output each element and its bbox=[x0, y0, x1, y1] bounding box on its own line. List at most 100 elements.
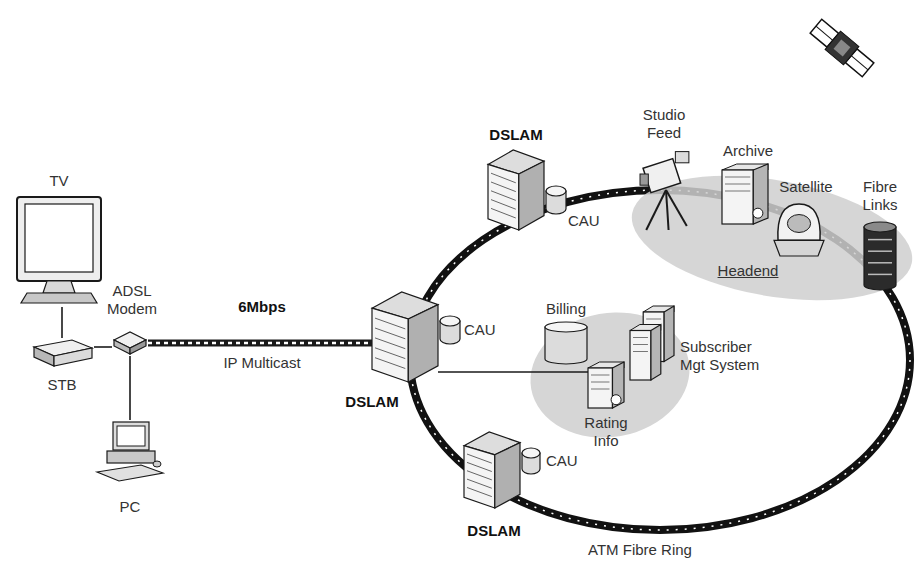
cable-link bbox=[438, 371, 588, 373]
dslam-slot bbox=[375, 358, 405, 369]
camera-icon bbox=[640, 150, 692, 230]
cylinder-top bbox=[864, 222, 896, 232]
text-label: CAU bbox=[546, 452, 586, 470]
camera-viewfinder bbox=[675, 152, 689, 163]
dslam-slot bbox=[467, 462, 492, 471]
camera-lens bbox=[640, 174, 648, 185]
text-label: CAU bbox=[464, 321, 504, 339]
cyl-icon bbox=[440, 316, 460, 344]
stb-icon bbox=[30, 338, 94, 368]
tv-screen bbox=[25, 204, 93, 272]
pc-monitor bbox=[113, 422, 149, 450]
device-node: Billing bbox=[545, 322, 587, 364]
dslam-front bbox=[488, 164, 519, 230]
adsl-link bbox=[148, 340, 372, 347]
connector-group bbox=[148, 343, 372, 344]
drive-bay bbox=[591, 389, 609, 390]
connector-group bbox=[438, 372, 588, 373]
cable-band bbox=[868, 274, 892, 276]
cable-link bbox=[61, 307, 63, 338]
drive-bay bbox=[646, 319, 661, 320]
stb-front bbox=[34, 347, 54, 366]
dslam-slot bbox=[467, 487, 492, 496]
modem-front bbox=[114, 340, 130, 354]
disk-symbol bbox=[753, 208, 763, 218]
device-node: CAU bbox=[522, 448, 540, 474]
text-label: CAU bbox=[568, 212, 608, 230]
device-node: Studio Feed bbox=[640, 150, 692, 230]
cable-link bbox=[129, 356, 131, 420]
adsl-link-texture bbox=[148, 342, 372, 345]
satellite-body bbox=[825, 31, 859, 65]
text-label: Headend bbox=[708, 262, 788, 280]
text-label: ADSL Modem bbox=[103, 282, 161, 318]
text-label: PC bbox=[110, 498, 150, 516]
dslam-icon bbox=[488, 150, 544, 230]
device-node: Satellite bbox=[770, 200, 828, 256]
cylinder-top bbox=[546, 186, 566, 196]
dslam-icon bbox=[464, 432, 520, 508]
server-front bbox=[588, 368, 612, 408]
drive-bay bbox=[725, 184, 750, 185]
dslam-slot bbox=[467, 454, 492, 463]
dslam-slot bbox=[491, 200, 516, 210]
cyl-icon bbox=[545, 322, 587, 364]
drive-bay bbox=[591, 382, 609, 383]
dslam-front bbox=[464, 446, 495, 508]
pc-screen bbox=[117, 426, 145, 446]
server-side bbox=[651, 325, 661, 381]
fibre-icon bbox=[864, 222, 896, 290]
dslam-slot bbox=[375, 328, 405, 339]
text-label: Billing bbox=[536, 300, 596, 318]
cable-band bbox=[868, 250, 892, 252]
device-node: STB bbox=[30, 338, 94, 368]
text-label: IP Multicast bbox=[207, 354, 317, 372]
dslam-slot bbox=[375, 348, 405, 359]
connector-group bbox=[94, 347, 112, 348]
text-label: DSLAM bbox=[481, 126, 551, 144]
dslam-side bbox=[408, 305, 438, 382]
cyl-icon bbox=[546, 186, 566, 214]
tv-neck bbox=[43, 281, 75, 293]
text-label: ATM Fibre Ring bbox=[570, 541, 710, 559]
panel-line bbox=[816, 26, 833, 40]
device-node: Fibre Links bbox=[864, 222, 896, 290]
drive-bay bbox=[725, 191, 750, 192]
device-node: Rating Info bbox=[588, 362, 624, 408]
text-label: Studio Feed bbox=[634, 106, 694, 142]
cable-link bbox=[94, 346, 112, 348]
pc-icon bbox=[95, 420, 165, 482]
tripod-leg bbox=[666, 190, 687, 226]
tv-bezel bbox=[17, 197, 101, 281]
server-side bbox=[753, 164, 768, 224]
connector-group bbox=[130, 356, 131, 420]
server-side bbox=[664, 306, 674, 362]
server-icon bbox=[588, 362, 624, 408]
device-node: ADSL Modem bbox=[112, 330, 148, 356]
dslam-slot bbox=[467, 479, 492, 488]
stb-side bbox=[54, 348, 92, 366]
dslam-slot bbox=[375, 338, 405, 349]
device-node: CAU bbox=[440, 316, 460, 344]
dish-face bbox=[787, 215, 810, 233]
connector-group bbox=[62, 307, 63, 338]
disk-symbol bbox=[611, 395, 621, 405]
tripod-leg bbox=[646, 190, 666, 230]
pc-case bbox=[107, 451, 155, 463]
drive-bay bbox=[633, 351, 648, 352]
panel-line bbox=[851, 56, 868, 70]
text-label: 6Mbps bbox=[222, 298, 302, 316]
device-node: DSLAM bbox=[464, 432, 520, 508]
dslam-side bbox=[495, 443, 520, 508]
text-label: Satellite bbox=[771, 178, 841, 196]
server-front bbox=[722, 170, 753, 224]
text-label: TV bbox=[39, 172, 79, 190]
text-label: Rating Info bbox=[576, 414, 636, 450]
text-label: DSLAM bbox=[337, 393, 407, 411]
text-label: Subscriber Mgt System bbox=[680, 338, 770, 374]
tv-icon bbox=[15, 195, 103, 307]
dslam-slot bbox=[375, 318, 405, 329]
text-label: Archive bbox=[713, 142, 783, 160]
device-node: DSLAM bbox=[488, 150, 544, 230]
